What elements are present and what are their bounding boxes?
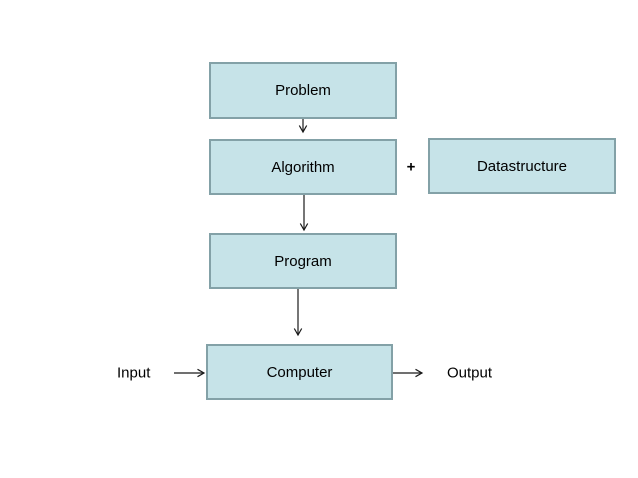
node-computer-label: Computer: [266, 363, 333, 381]
node-datastructure: Datastructure: [428, 138, 616, 194]
output-label: Output: [447, 364, 493, 382]
node-problem-label: Problem: [275, 82, 331, 99]
node-datastructure-label: Datastructure: [476, 157, 568, 175]
node-computer: Computer: [206, 344, 393, 400]
node-algorithm-label: Algorithm: [271, 158, 335, 176]
node-program-label: Program: [274, 252, 332, 270]
plus-operator: +: [406, 158, 416, 176]
node-program: Program: [209, 233, 397, 289]
node-problem: Problem: [209, 62, 397, 119]
node-algorithm: Algorithm: [209, 139, 397, 195]
input-label: Input: [117, 364, 151, 382]
